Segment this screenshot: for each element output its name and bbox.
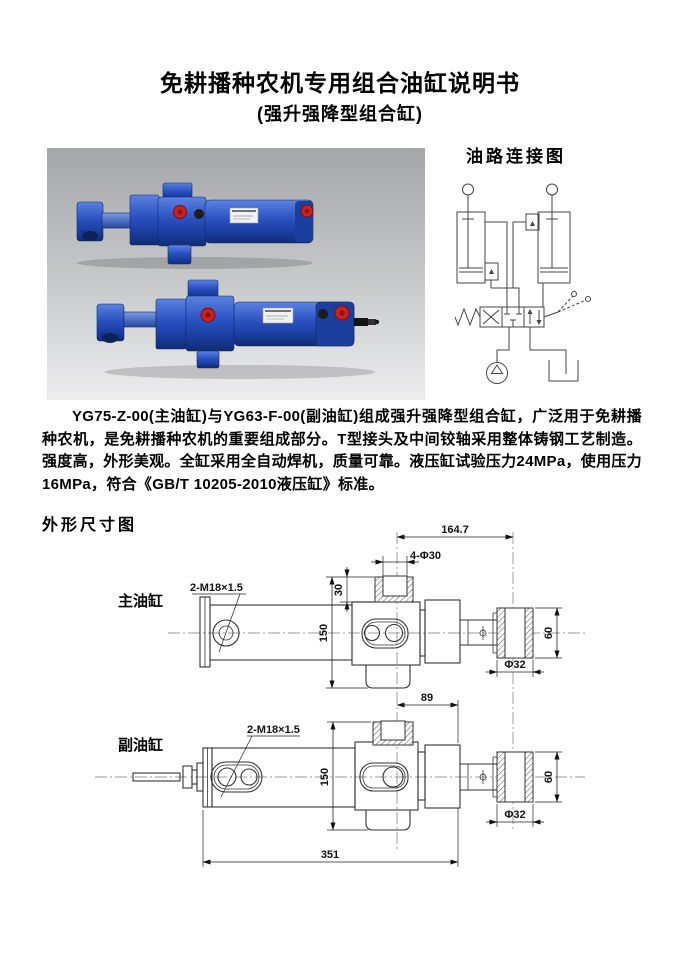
aux-dim-150: 150 (319, 721, 371, 831)
aux-cylinder-label: 副油缸 (118, 736, 163, 754)
directional-valve-symbol (479, 306, 545, 328)
collar (129, 194, 160, 246)
black-plug (194, 209, 204, 219)
tank-symbol (529, 327, 579, 382)
page-subtitle: (强升强降型组合缸) (257, 104, 423, 124)
barrel-end-block (315, 301, 355, 347)
cylinder-symbol-right (537, 183, 571, 284)
center-block (157, 196, 207, 247)
svg-text:Φ32: Φ32 (504, 809, 525, 821)
svg-text:164.7: 164.7 (441, 525, 469, 536)
dimension-drawings-image: 主油缸 2-M18×1.5 (95, 525, 585, 867)
aux-dim-89: 89 (396, 692, 459, 743)
piston-rod (101, 212, 132, 229)
main-cylinder-label: 主油缸 (118, 592, 163, 610)
aux-dim-60: 60 (535, 751, 562, 803)
pump-symbol (486, 327, 510, 384)
black-plug (318, 309, 328, 319)
aux-dim-d32: Φ32 (486, 804, 544, 827)
svg-text:60: 60 (543, 627, 555, 639)
cylinder-symbol-left (456, 183, 486, 284)
product-label (262, 307, 294, 324)
circuit-schematic (454, 183, 591, 384)
main-dim-30: 30 (333, 567, 374, 612)
check-valve-right (525, 213, 540, 231)
dimension-drawings: 主油缸 2-M18×1.5 (40, 525, 660, 875)
product-label (229, 207, 259, 224)
main-thread-dim: 2-M18×1.5 (190, 582, 243, 594)
aux-dim-351: 351 (202, 808, 459, 867)
svg-text:150: 150 (319, 768, 331, 786)
outline-dimensions-heading: 外形尺寸图 (42, 517, 138, 534)
svg-text:89: 89 (421, 692, 433, 704)
svg-text:150: 150 (318, 624, 330, 642)
description-paragraph: YG75-Z-00(主油缸)与YG63-F-00(副油缸)组成强升强降型组合缸，… (42, 408, 642, 493)
collar (155, 298, 187, 350)
photo-background (47, 148, 425, 400)
svg-text:Φ32: Φ32 (504, 659, 525, 671)
page-title: 免耕播种农机专用组合油缸说明书 (160, 70, 520, 96)
product-photo (47, 148, 425, 400)
svg-text:4-Φ30: 4-Φ30 (410, 550, 441, 562)
valve-lever (543, 291, 591, 318)
hydraulic-circuit-diagram (435, 168, 680, 413)
main-dim-150: 150 (318, 576, 374, 689)
svg-text:351: 351 (321, 849, 339, 861)
bottom-port-boss (167, 244, 192, 265)
main-cylinder-photo (76, 182, 314, 269)
main-dim-60: 60 (535, 607, 562, 659)
main-cylinder-drawing: 主油缸 2-M18×1.5 (118, 525, 585, 689)
main-dim-d32: Φ32 (486, 659, 544, 677)
check-valve-left (484, 262, 499, 281)
product-photo-image (47, 148, 425, 400)
bottom-port-boss (196, 350, 220, 369)
svg-text:30: 30 (333, 584, 345, 596)
main-dim-4xd30: 4-Φ30 (371, 550, 441, 578)
circuit-diagram-heading: 油路连接图 (466, 147, 566, 166)
aux-cylinder-drawing: 副油缸 2-M18×1.5 (95, 692, 585, 867)
aux-cylinder-photo (96, 279, 380, 379)
svg-text:60: 60 (543, 771, 555, 783)
circuit-lines (485, 221, 544, 307)
main-dim-164-7: 164.7 (396, 525, 514, 540)
aux-thread-dim: 2-M18×1.5 (247, 724, 300, 736)
piston-rod (123, 311, 157, 328)
grease-nipple (354, 318, 368, 326)
valve-spring (454, 307, 481, 327)
center-block (185, 295, 235, 352)
